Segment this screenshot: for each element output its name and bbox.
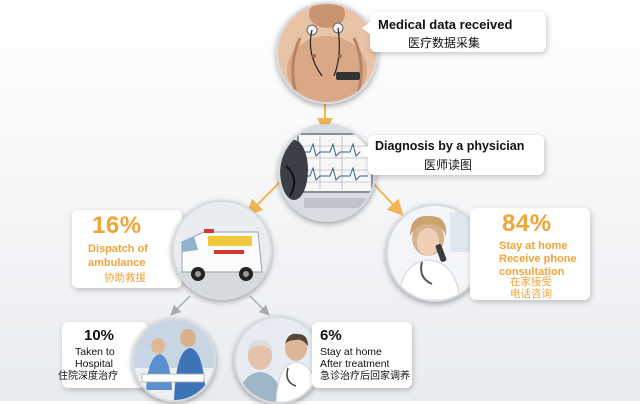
hospital-line2: Hospital (75, 358, 113, 370)
after-treatment-line2: After treatment (320, 358, 390, 370)
ambulance-photo (172, 200, 272, 300)
ambulance-line2: ambulance (88, 257, 146, 269)
stay-home-line2: Receive phone (499, 253, 577, 265)
card-diagnosis: Diagnosis by a physician 医师读图 (368, 135, 544, 175)
stay-home-cn1: 在家接受 (510, 276, 552, 288)
stay-home-line1: Stay at home (499, 240, 568, 252)
ambulance-cn: 协助救援 (104, 272, 146, 284)
hospital-transport-photo (132, 318, 216, 402)
patient-ecg-photo (276, 2, 378, 104)
card-stay-home: 84% Stay at home Receive phone consultat… (470, 208, 590, 300)
hospital-line1: Taken to (75, 346, 115, 358)
after-treatment-line1: Stay at home (320, 346, 382, 358)
card-tail (362, 22, 370, 34)
ecg-monitor-photo (278, 124, 376, 222)
stay-home-cn2: 电话咨询 (510, 288, 552, 300)
card-hospital: 10% Taken to Hospital 住院深度治疗 (58, 322, 148, 388)
diagnosis-title-cn: 医师读图 (424, 158, 473, 172)
diagnosis-title-en: Diagnosis by a physician (375, 139, 525, 153)
card-medical-data: Medical data received 医疗数据采集 (370, 12, 546, 52)
arrow-left-orange (246, 181, 281, 216)
doctor-elder-photo (234, 316, 322, 404)
card-after-treatment: 6% Stay at home After treatment 急诊治疗后回家调… (312, 322, 412, 388)
ambulance-line1: Dispatch of (88, 243, 148, 255)
stay-home-percent: 84% (502, 210, 552, 237)
stay-home-line3: consultation (499, 266, 565, 278)
after-treatment-cn: 急诊治疗后回家调养 (320, 371, 410, 382)
ambulance-percent: 16% (92, 212, 142, 239)
arrow-right-gray (249, 295, 270, 316)
after-treatment-percent: 6% (320, 327, 342, 344)
arrow-left-gray (170, 295, 191, 316)
medical-data-title-cn: 医疗数据采集 (408, 36, 481, 50)
hospital-cn: 住院深度治疗 (58, 371, 118, 382)
card-ambulance: 16% Dispatch of ambulance 协助救援 (72, 210, 182, 288)
hospital-percent: 10% (84, 327, 115, 344)
medical-data-title-en: Medical data received (378, 17, 513, 32)
arrow-right-orange (371, 181, 404, 216)
card-tail (360, 146, 368, 158)
